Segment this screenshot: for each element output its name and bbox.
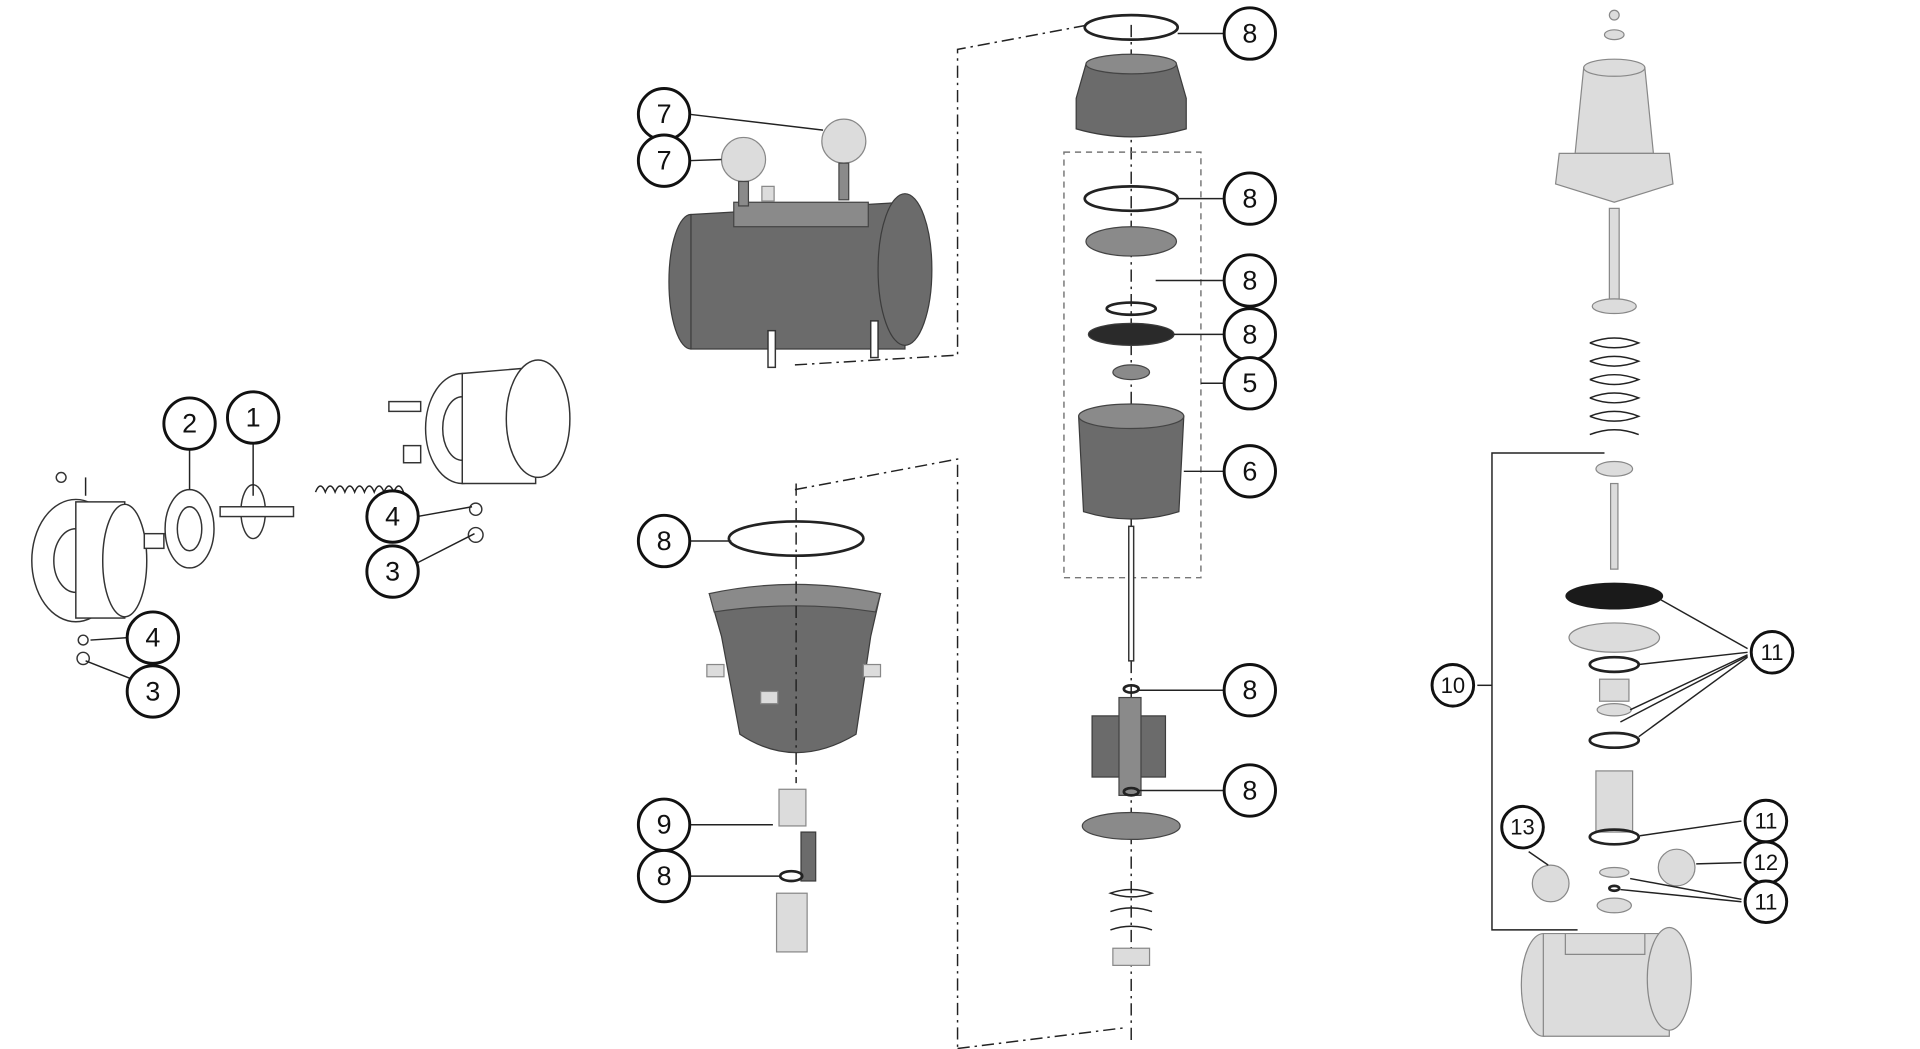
svg-text:8: 8 — [1242, 319, 1257, 349]
svg-text:2: 2 — [182, 409, 197, 439]
svg-text:8: 8 — [1242, 18, 1257, 48]
svg-text:6: 6 — [1242, 456, 1257, 486]
callout-8: 8 — [1222, 763, 1277, 818]
column-leaders — [1138, 32, 1226, 792]
callout-7: 7 — [636, 133, 692, 188]
callout-3: 3 — [125, 664, 181, 719]
callout-8: 8 — [636, 848, 692, 904]
svg-text:9: 9 — [657, 810, 672, 840]
callout-8: 8 — [1222, 307, 1277, 362]
callout-6: 6 — [1222, 444, 1277, 499]
svg-text:5: 5 — [1242, 368, 1257, 398]
svg-text:8: 8 — [657, 526, 672, 556]
callout-11: 11 — [1743, 879, 1789, 925]
svg-text:8: 8 — [1242, 266, 1257, 296]
callout-4: 4 — [125, 610, 181, 665]
svg-text:11: 11 — [1761, 640, 1784, 665]
callout-11: 11 — [1749, 630, 1795, 675]
svg-text:7: 7 — [657, 146, 672, 176]
svg-text:13: 13 — [1510, 815, 1534, 840]
svg-text:12: 12 — [1754, 850, 1778, 875]
svg-text:4: 4 — [385, 502, 400, 532]
svg-text:3: 3 — [145, 676, 160, 706]
svg-text:11: 11 — [1754, 889, 1777, 914]
callout-4: 4 — [365, 489, 420, 544]
callout-8: 8 — [1222, 663, 1277, 718]
svg-text:8: 8 — [1242, 775, 1257, 805]
callout-7: 7 — [636, 87, 692, 142]
svg-text:10: 10 — [1441, 673, 1465, 698]
callout-3: 3 — [365, 544, 420, 599]
svg-text:8: 8 — [1242, 184, 1257, 214]
svg-text:1: 1 — [246, 402, 261, 432]
svg-text:7: 7 — [657, 99, 672, 129]
right-leaders — [1528, 599, 1748, 903]
callout-8: 8 — [1222, 6, 1277, 61]
left-leaders — [85, 441, 475, 680]
valve-body-dark — [668, 118, 933, 369]
svg-text:8: 8 — [1242, 675, 1257, 705]
right-valve-assembly — [1477, 9, 1696, 1037]
callout-8: 8 — [1222, 171, 1277, 226]
svg-text:3: 3 — [385, 557, 400, 587]
callout-12: 12 — [1743, 840, 1789, 885]
callout-10: 10 — [1430, 663, 1476, 708]
callout-2: 2 — [162, 396, 217, 451]
svg-text:4: 4 — [145, 623, 160, 653]
svg-text:11: 11 — [1754, 809, 1777, 834]
svg-text:8: 8 — [657, 861, 672, 891]
left-valve-assembly — [31, 359, 571, 666]
callout-1: 1 — [225, 390, 281, 445]
strainer-bowl — [706, 458, 959, 1049]
callout-8: 8 — [1222, 253, 1277, 308]
callout-8: 8 — [636, 513, 692, 569]
callout-11: 11 — [1743, 798, 1789, 844]
callout-13: 13 — [1500, 804, 1545, 850]
callout-5: 5 — [1222, 356, 1277, 411]
callout-9: 9 — [636, 797, 692, 852]
center-column-parts — [794, 13, 1202, 1049]
